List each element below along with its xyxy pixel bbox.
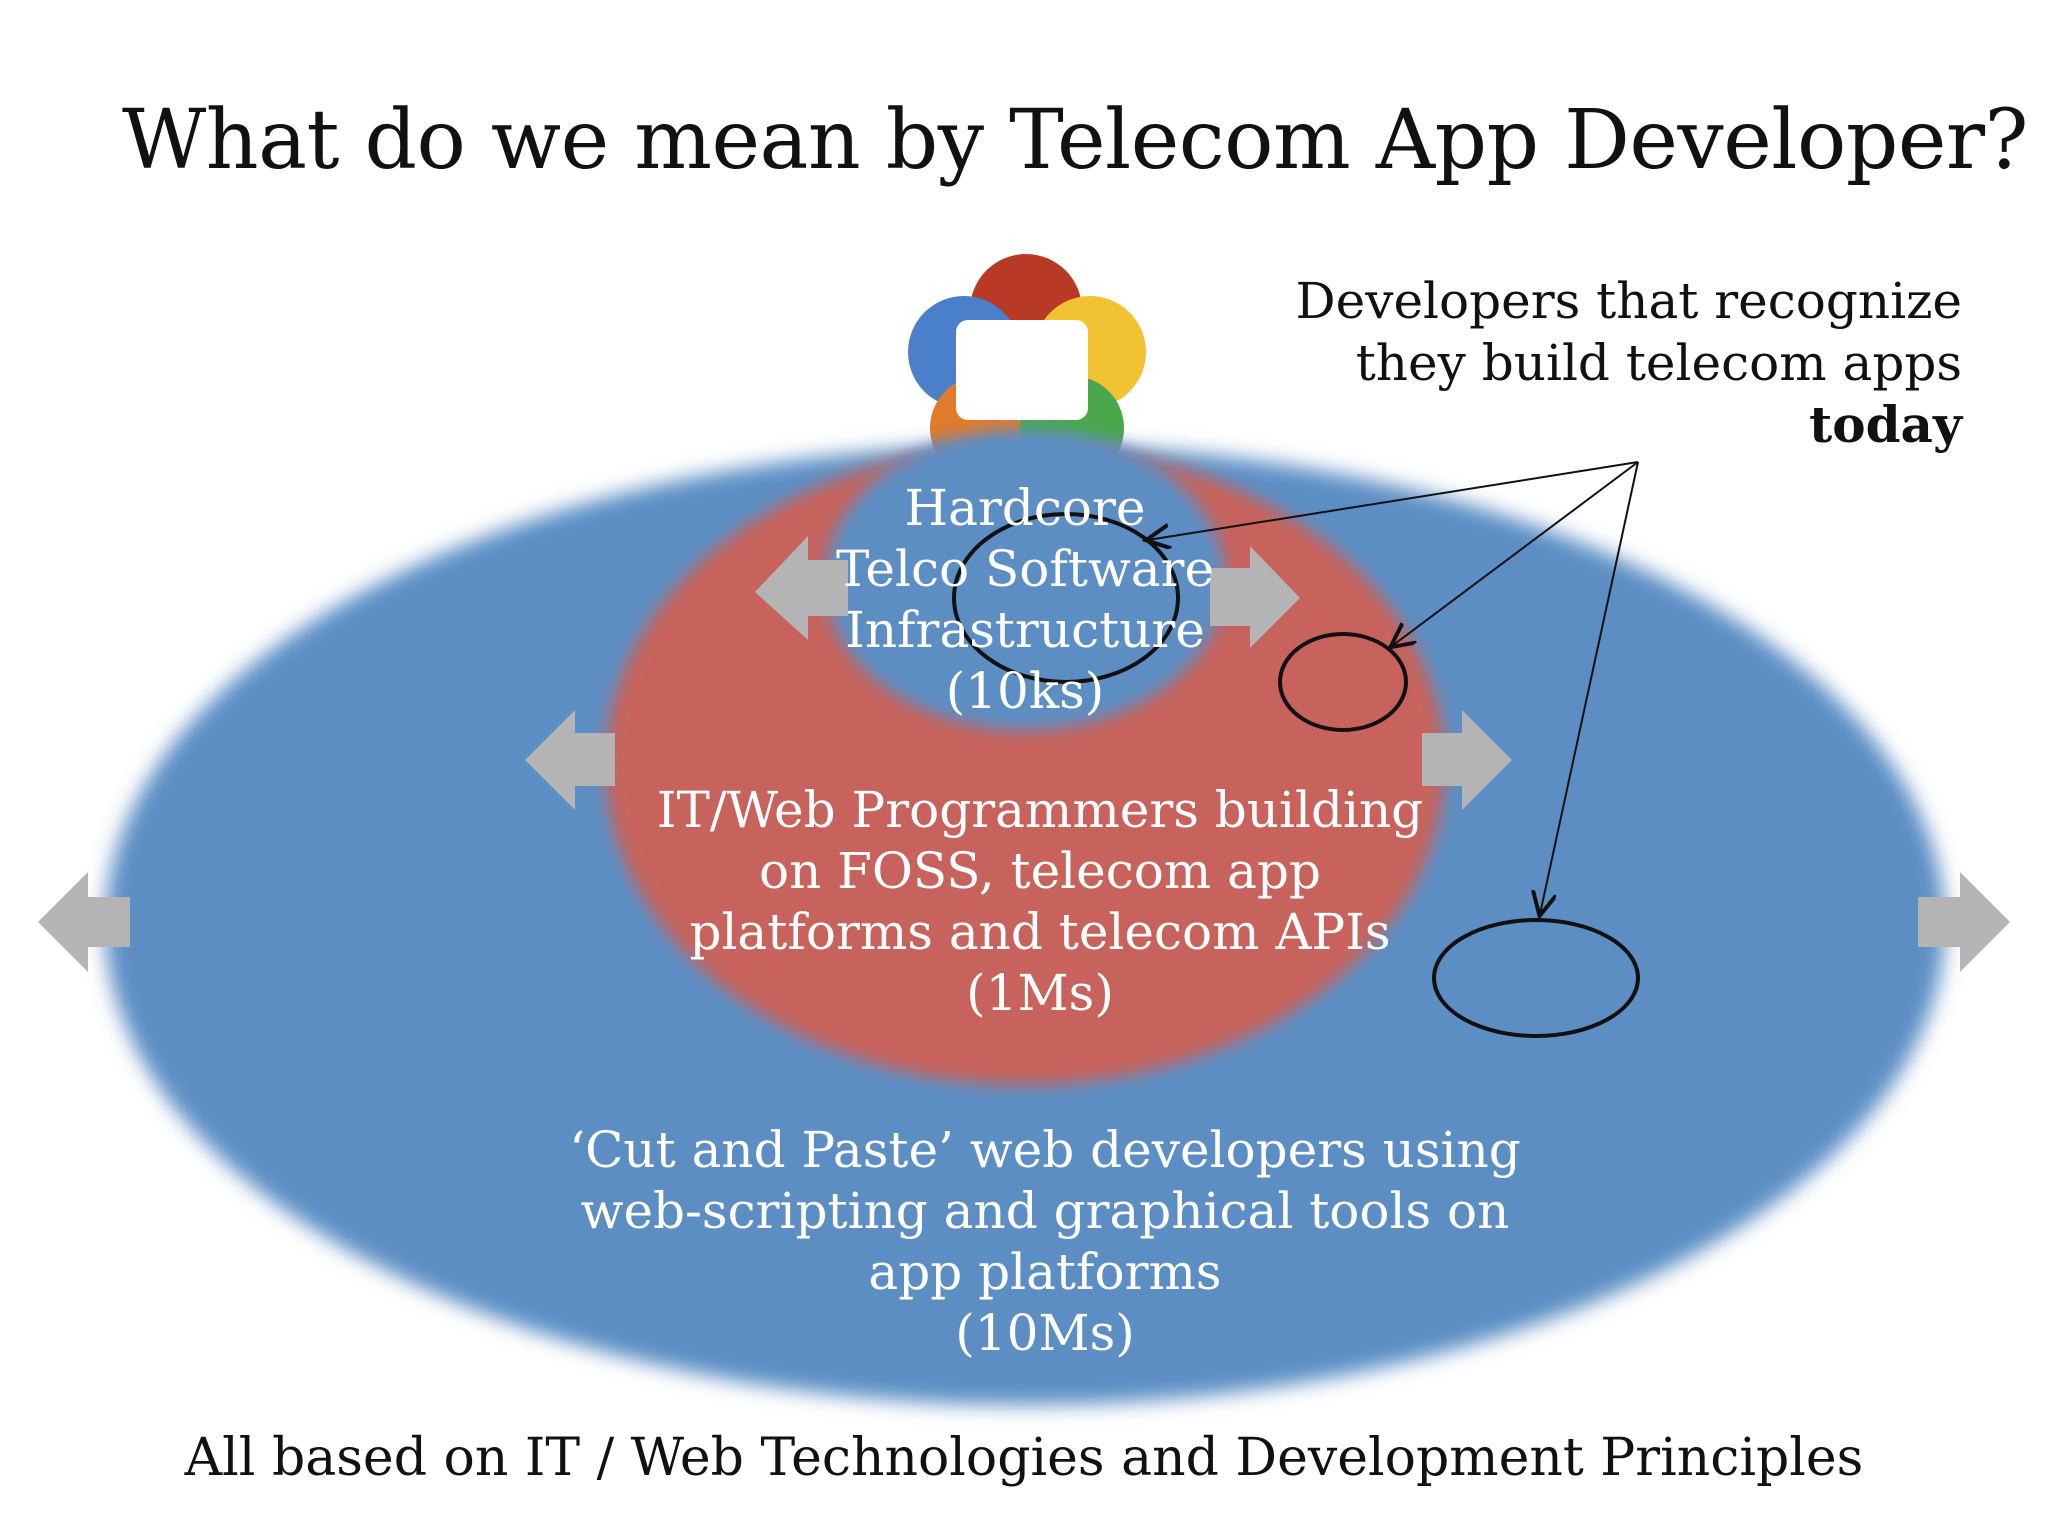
middle-label-line: IT/Web Programmers building	[656, 781, 1424, 839]
slide-title: What do we mean by Telecom App Developer…	[122, 93, 2029, 188]
arrow-left-middle-icon	[525, 710, 615, 810]
middle-circle-label: IT/Web Programmers building on FOSS, tel…	[600, 780, 1480, 1024]
arrow-right-inner-icon	[1210, 546, 1300, 648]
outer-label-count: (10Ms)	[955, 1304, 1135, 1362]
footer-caption: All based on IT / Web Technologies and D…	[184, 1428, 1864, 1488]
outer-circle-label: ‘Cut and Paste’ web developers using web…	[530, 1120, 1560, 1364]
middle-label-line: on FOSS, telecom app	[758, 842, 1321, 900]
inner-label-line: Infrastructure	[845, 601, 1205, 659]
inner-circle-label: Hardcore Telco Software Infrastructure (…	[825, 478, 1225, 722]
callout-line-1: Developers that recognize	[1295, 272, 1962, 330]
arrow-right-middle-icon	[1422, 710, 1512, 810]
outer-label-line: web-scripting and graphical tools on	[580, 1182, 1510, 1240]
outer-label-line: app platforms	[868, 1243, 1222, 1301]
arrow-left-outer-icon	[38, 872, 130, 972]
outer-label-line: ‘Cut and Paste’ web developers using	[569, 1121, 1521, 1179]
highlight-circle-inner	[952, 512, 1180, 684]
logo-white-box	[956, 320, 1088, 420]
callout-arrow-to-outer	[1540, 461, 1639, 914]
inner-ellipse	[825, 430, 1225, 730]
callout-line-2: they build telecom apps	[1355, 334, 1962, 392]
middle-label-line: platforms and telecom APIs	[689, 903, 1391, 961]
arrow-right-outer-icon	[1918, 872, 2010, 972]
arrow-left-inner-icon	[755, 536, 848, 640]
callout-text: Developers that recognize they build tel…	[1296, 270, 1962, 456]
gray-arrows	[38, 536, 2010, 972]
middle-label-count: (1Ms)	[966, 964, 1114, 1022]
callout-arrow-to-middle	[1392, 461, 1639, 646]
highlight-circle-middle	[1278, 632, 1408, 732]
callout-arrows	[1148, 461, 1639, 914]
inner-label-line: Hardcore	[904, 479, 1146, 537]
inner-label-count: (10ks)	[945, 662, 1105, 720]
callout-arrow-to-inner	[1148, 461, 1639, 540]
inner-label-line: Telco Software	[835, 540, 1215, 598]
callout-emphasis: today	[1809, 395, 1962, 454]
